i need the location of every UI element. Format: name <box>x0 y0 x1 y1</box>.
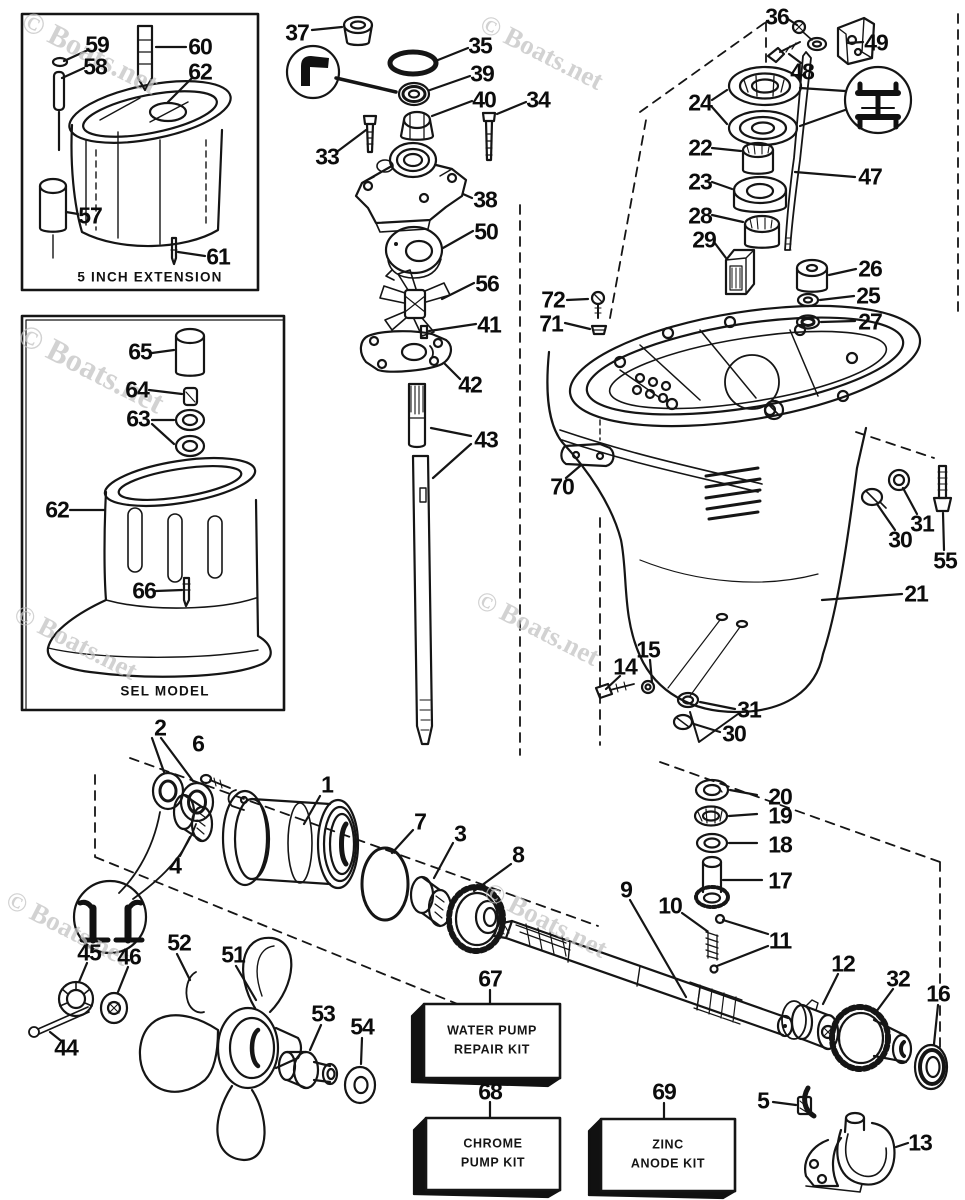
water-pump-stack-drawing <box>285 15 528 746</box>
propshaft-gear-drawing <box>360 778 949 1193</box>
zinc-anode-kit-box: ZINC ANODE KIT <box>631 1136 705 1175</box>
kit-line: WATER PUMP <box>447 1023 537 1038</box>
water-pump-repair-kit-box: WATER PUMP REPAIR KIT <box>447 1022 537 1061</box>
kit-boxes-drawing <box>410 988 737 1200</box>
bearing-housing-drawing <box>72 736 360 955</box>
kit-line: ZINC <box>652 1137 684 1152</box>
sel-box-caption: SEL MODEL <box>120 683 210 699</box>
extension-housing-drawing <box>38 24 232 266</box>
extension-box-caption: 5 INCH EXTENSION <box>77 269 223 285</box>
propeller-drawing <box>28 936 377 1162</box>
sel-model-inset-box <box>20 314 286 712</box>
sel-housing-drawing <box>46 327 272 678</box>
kit-line: ANODE KIT <box>630 1157 706 1171</box>
chrome-pump-kit-box: CHROME PUMP KIT <box>461 1135 525 1174</box>
kit-line: REPAIR KIT <box>454 1043 530 1057</box>
kit-line: CHROME <box>463 1136 523 1151</box>
gearcase-body-drawing <box>546 290 953 743</box>
driveshaft-bearing-column-drawing <box>710 16 913 330</box>
kit-line: PUMP KIT <box>460 1156 526 1170</box>
extension-inset-box <box>20 12 260 292</box>
